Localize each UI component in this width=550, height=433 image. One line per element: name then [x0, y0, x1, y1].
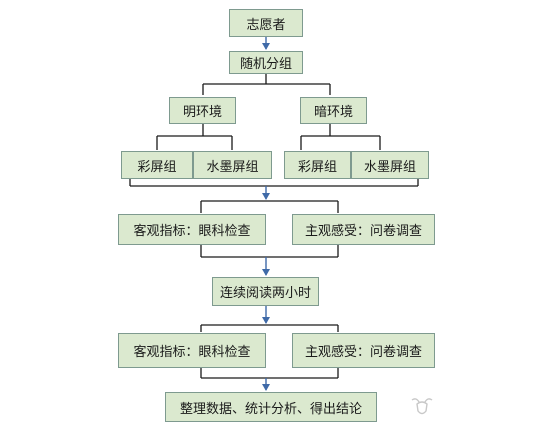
- merge-line-measure-1: [200, 245, 339, 258]
- conclusion-box: 整理数据、统计分析、得出结论: [165, 392, 377, 422]
- dark-color-screen-box: 彩屏组: [284, 151, 351, 179]
- split-line-measure-1: [200, 200, 339, 213]
- subjective-survey-box-2: 主观感受：问卷调查: [292, 333, 435, 368]
- volunteers-box: 志愿者: [229, 9, 303, 37]
- split-line-dark-groups: [300, 124, 381, 150]
- merge-line-groups: [129, 179, 419, 187]
- objective-exam-box-1: 客观指标：眼科检查: [118, 214, 266, 245]
- continuous-reading-box: 连续阅读两小时: [212, 277, 319, 306]
- bright-color-screen-box: 彩屏组: [121, 151, 193, 179]
- split-line-measure-2: [200, 324, 339, 332]
- random-grouping-box: 随机分组: [229, 51, 303, 74]
- objective-exam-box-2: 客观指标：眼科检查: [118, 333, 266, 368]
- bright-environment-box: 明环境: [169, 97, 236, 124]
- dark-eink-screen-box: 水墨屏组: [351, 151, 429, 179]
- watermark-logo-icon: [411, 398, 433, 415]
- subjective-survey-box-1: 主观感受：问卷调查: [292, 214, 435, 245]
- split-line-environments: [202, 74, 331, 95]
- dark-environment-box: 暗环境: [300, 97, 367, 124]
- bright-eink-screen-box: 水墨屏组: [193, 151, 272, 179]
- merge-line-measure-2: [200, 368, 339, 379]
- split-line-bright-groups: [156, 124, 233, 150]
